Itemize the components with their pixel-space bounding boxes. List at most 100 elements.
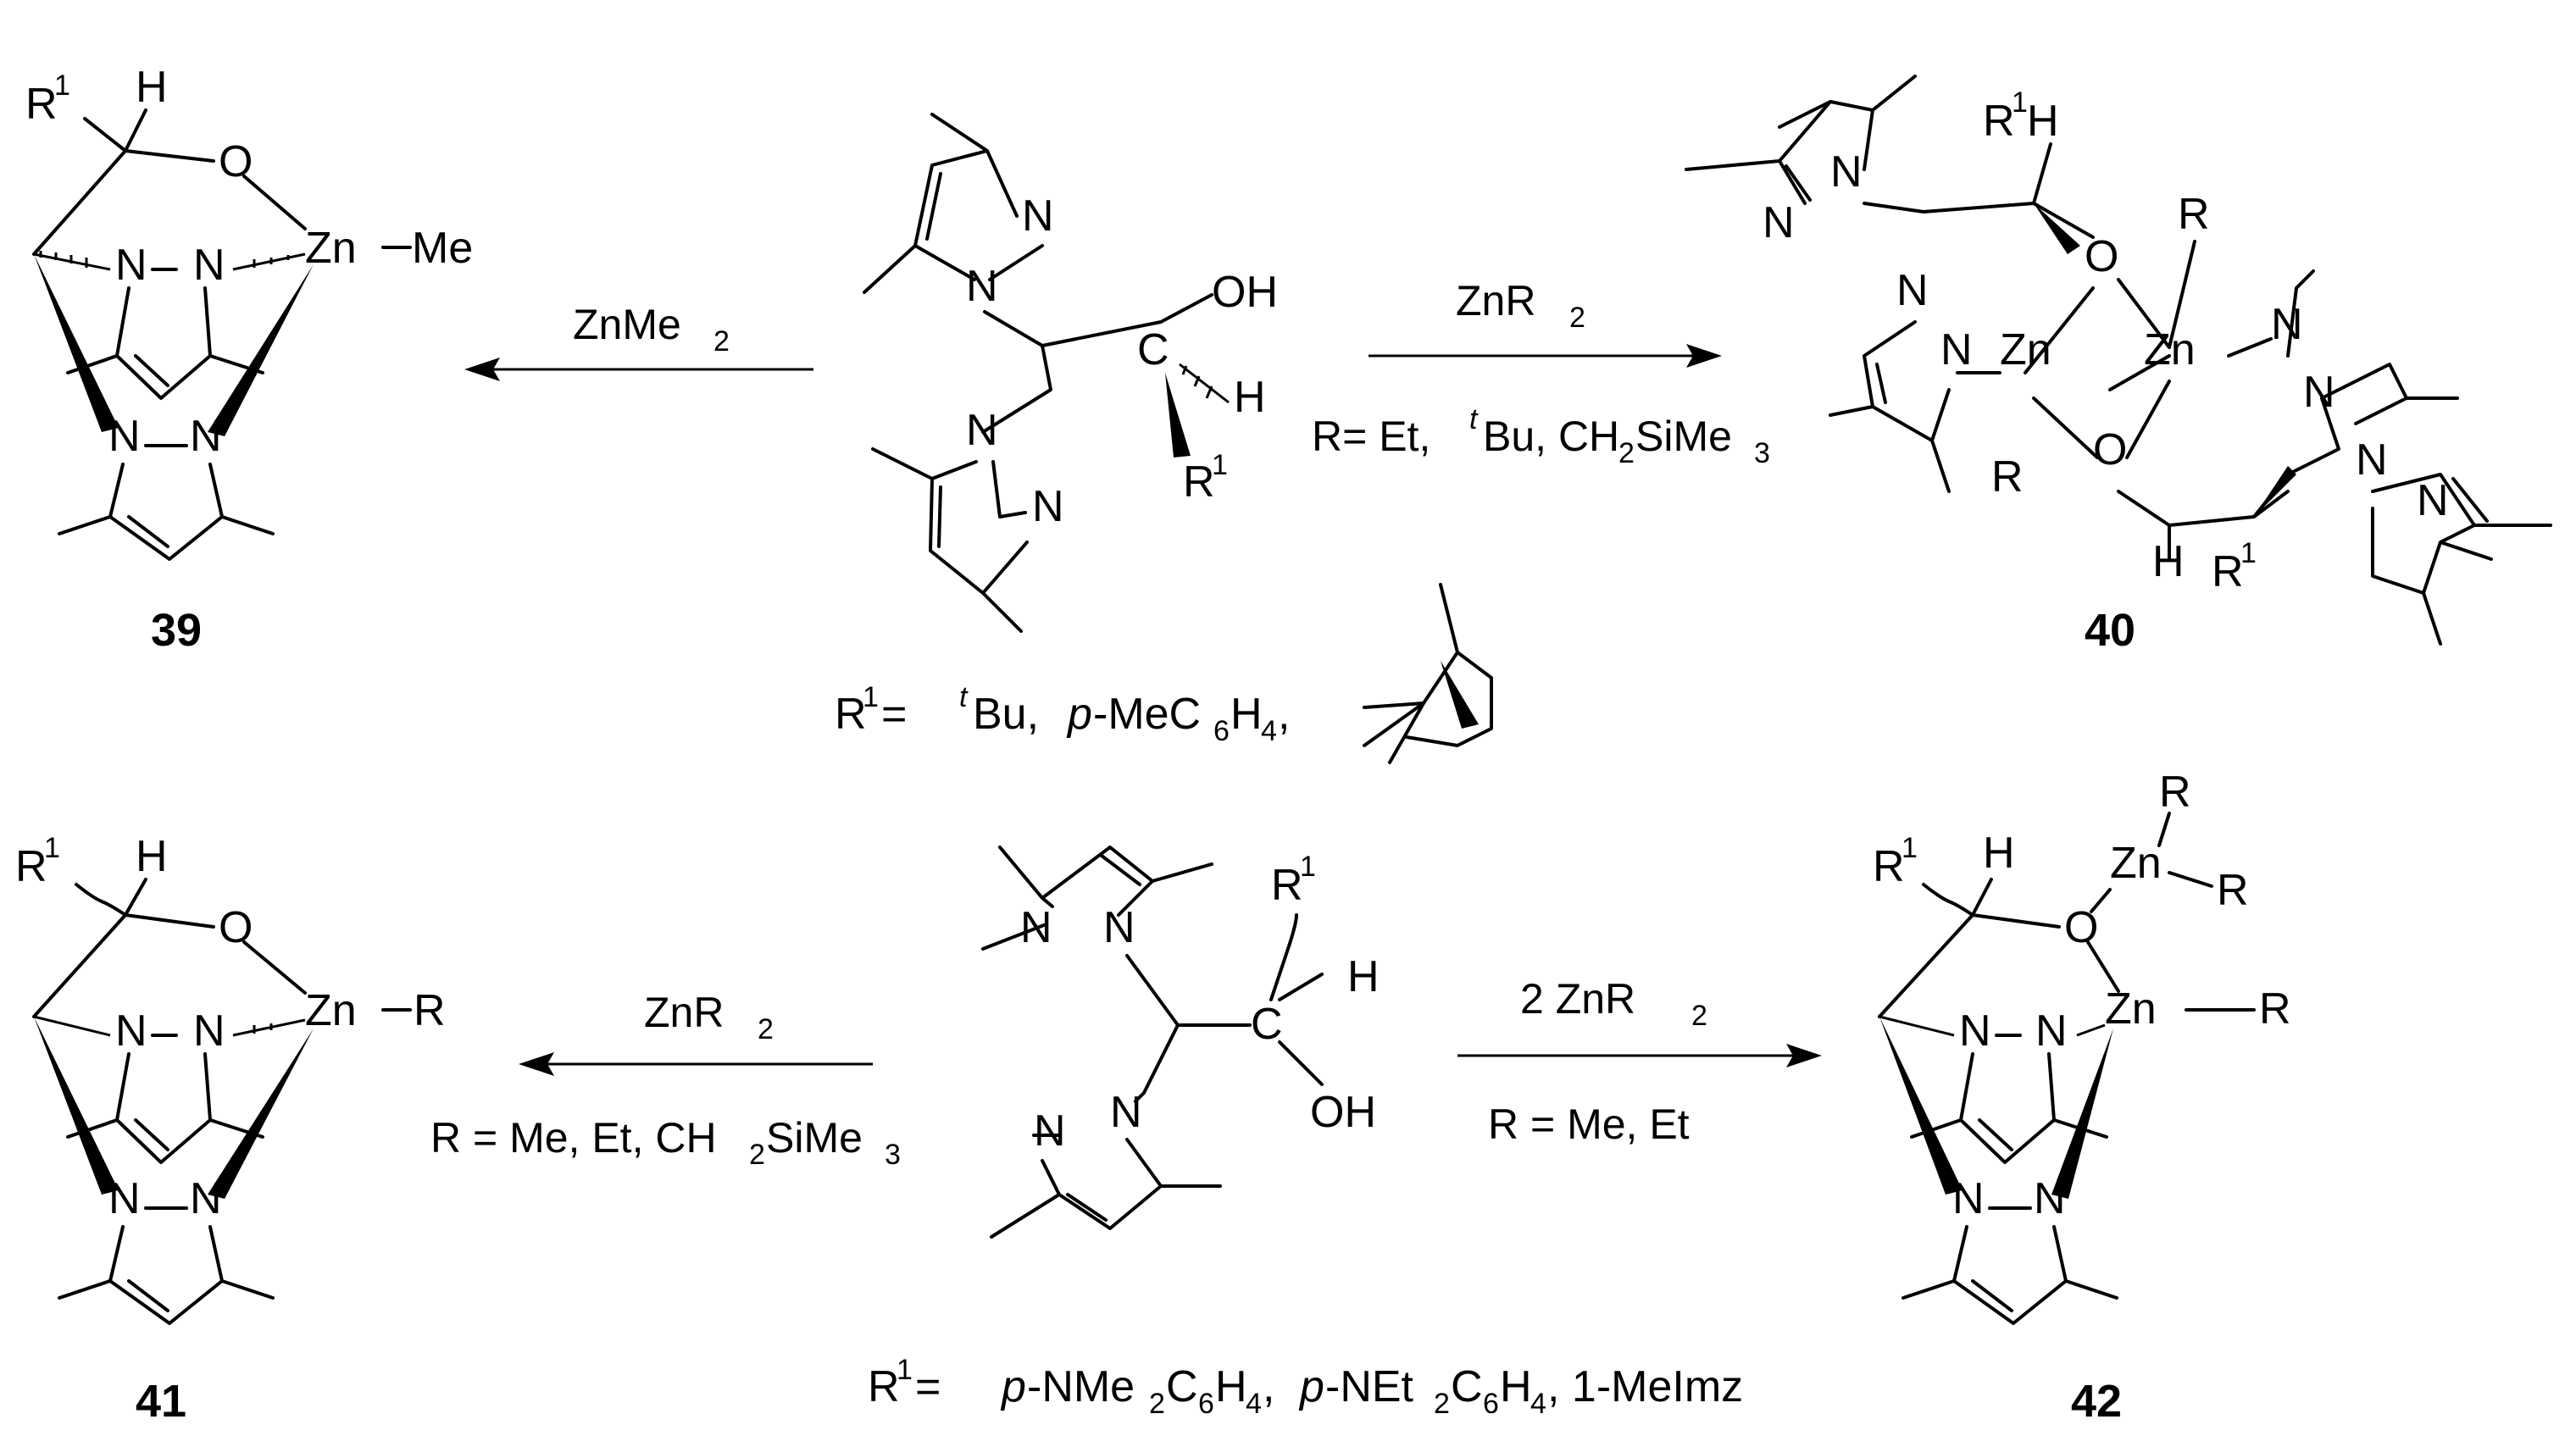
atom-n: N bbox=[1940, 325, 1973, 374]
subst-bottom-sub5: 6 bbox=[1483, 1388, 1499, 1420]
condition-r2-b: Bu, CH bbox=[1483, 413, 1619, 460]
condition-r2-sup: t bbox=[1469, 403, 1479, 435]
ligand-top-structure: N N C OH H R 1 N N R 1 = t Bu, p -MeC 6 … bbox=[835, 113, 1493, 764]
subst-top-eq: = bbox=[881, 690, 907, 739]
subst-bottom-sub6: 4 bbox=[1530, 1388, 1546, 1420]
atom-r1: R bbox=[2212, 547, 2244, 596]
subst-bottom-h1: H bbox=[1215, 1362, 1247, 1411]
subst-bottom-sup: 1 bbox=[897, 1354, 913, 1386]
condition-r3-sub2: 3 bbox=[885, 1139, 901, 1171]
atom-h: H bbox=[136, 63, 168, 112]
subst-bottom-p2: p bbox=[1298, 1362, 1324, 1411]
subst-bottom-c2: C bbox=[1451, 1362, 1483, 1411]
atom-r1-sup: 1 bbox=[1901, 832, 1918, 864]
condition-r2-c: SiMe bbox=[1635, 413, 1732, 460]
condition-r3-b: SiMe bbox=[766, 1114, 863, 1162]
atom-h: H bbox=[2027, 97, 2059, 146]
reagent-znme2-sub: 2 bbox=[713, 325, 730, 358]
subst-top-sup: 1 bbox=[863, 681, 879, 713]
atom-n: N bbox=[1032, 482, 1064, 531]
atom-n: N bbox=[115, 1006, 147, 1056]
ligand-bottom-structure: N N R 1 H C OH N N R 1 = p -NMe 2 C 6 H … bbox=[868, 846, 1743, 1420]
atom-n: N bbox=[1103, 903, 1135, 952]
condition-r3-sub: 2 bbox=[749, 1139, 765, 1171]
subst-top-mec: -MeC bbox=[1093, 690, 1201, 739]
atom-n: N bbox=[966, 406, 998, 455]
atom-n: N bbox=[115, 241, 147, 290]
subst-top-r: R bbox=[835, 690, 867, 739]
atom-n: N bbox=[1959, 1006, 1991, 1056]
compound-42-structure: R Zn R R 1 H O Zn R N N N N 42 bbox=[1873, 768, 2291, 1427]
atom-zn: Zn bbox=[305, 986, 357, 1035]
atom-r: R bbox=[414, 986, 446, 1035]
atom-me: Me bbox=[412, 224, 473, 273]
subst-bottom-p1: p bbox=[1000, 1362, 1026, 1411]
reagent-znr2-left-sub: 2 bbox=[758, 1013, 774, 1045]
atom-n: N bbox=[1022, 191, 1054, 241]
atom-n: N bbox=[1110, 1088, 1142, 1137]
subst-bottom-nme: -NMe bbox=[1027, 1362, 1135, 1411]
atom-r1-sup: 1 bbox=[44, 832, 60, 864]
compound-39-structure: R 1 H O Zn Me N N N N 39 bbox=[25, 63, 473, 656]
atom-n: N bbox=[1034, 1106, 1066, 1156]
subst-top-comma: , bbox=[1278, 690, 1290, 739]
condition-r4: R = Me, Et bbox=[1488, 1101, 1690, 1148]
atom-o: O bbox=[2093, 425, 2127, 474]
compound-label-40: 40 bbox=[2085, 605, 2135, 656]
atom-n: N bbox=[2035, 1006, 2068, 1056]
subst-bottom-sub1: 2 bbox=[1149, 1388, 1165, 1420]
atom-r: R bbox=[2217, 866, 2249, 915]
compound-label-42: 42 bbox=[2071, 1376, 2122, 1427]
subst-bottom-sep1: , bbox=[1263, 1362, 1274, 1411]
reagent-2znr2-sub: 2 bbox=[1691, 1000, 1707, 1032]
subst-bottom-net: -NEt bbox=[1325, 1362, 1414, 1411]
reagent-znr2-sub: 2 bbox=[1569, 302, 1585, 334]
atom-r1: R bbox=[1183, 457, 1215, 507]
reaction-arrow-2znr2: 2 ZnR 2 R = Me, Et bbox=[1457, 975, 1822, 1148]
atom-n: N bbox=[1896, 266, 1929, 315]
atom-h: H bbox=[1983, 829, 2015, 878]
subst-bottom-imz: , 1-MeImz bbox=[1547, 1362, 1743, 1411]
subst-top-tsup: t bbox=[959, 681, 969, 713]
atom-r1: R bbox=[25, 80, 58, 129]
compound-41-structure: R 1 H O Zn R N N N N 41 bbox=[15, 832, 446, 1427]
condition-r2-sub: 2 bbox=[1618, 437, 1635, 469]
atom-zn: Zn bbox=[2105, 984, 2157, 1034]
atom-oh: OH bbox=[1212, 268, 1278, 317]
reagent-znr2: ZnR bbox=[1456, 277, 1535, 324]
reagent-znr2-left: ZnR bbox=[644, 989, 724, 1036]
compound-40-structure: N N R 1 H O R N N Zn Zn N N R O N N H R … bbox=[1685, 75, 2552, 656]
subst-bottom-r: R bbox=[868, 1362, 900, 1411]
reaction-arrow-znr2-left: ZnR 2 R = Me, Et, CH 2 SiMe 3 bbox=[430, 989, 901, 1171]
atom-n: N bbox=[193, 1006, 225, 1056]
atom-n: N bbox=[1830, 147, 1863, 197]
atom-r1-sup: 1 bbox=[1300, 851, 1316, 883]
condition-r2-sub2: 3 bbox=[1754, 437, 1770, 469]
atom-c: C bbox=[1137, 325, 1169, 374]
atom-n: N bbox=[2417, 476, 2449, 525]
atom-n: N bbox=[1763, 198, 1795, 247]
subst-bottom-eq: = bbox=[915, 1362, 941, 1411]
atom-n: N bbox=[2356, 435, 2388, 485]
atom-r1: R bbox=[15, 842, 47, 891]
atom-zn: Zn bbox=[305, 224, 357, 273]
atom-r1-sup: 1 bbox=[2240, 537, 2257, 569]
atom-r1: R bbox=[1983, 97, 2015, 146]
atom-r1: R bbox=[1873, 842, 1905, 891]
atom-r: R bbox=[2159, 768, 2191, 817]
atom-r1-sup: 1 bbox=[54, 69, 70, 102]
atom-n: N bbox=[966, 262, 998, 311]
atom-oh: OH bbox=[1310, 1088, 1376, 1137]
atom-r1-sup: 1 bbox=[1212, 449, 1228, 481]
subst-bottom-sub4: 2 bbox=[1434, 1388, 1450, 1420]
atom-r: R bbox=[1991, 452, 2024, 502]
subst-top-sub6: 6 bbox=[1213, 715, 1230, 747]
atom-h: H bbox=[1347, 952, 1380, 1001]
reagent-znme2: ZnMe bbox=[573, 301, 681, 348]
atom-h: H bbox=[136, 832, 168, 881]
atom-o: O bbox=[2085, 232, 2118, 281]
compound-label-39: 39 bbox=[151, 605, 202, 656]
subst-top-sub4: 4 bbox=[1261, 715, 1277, 747]
subst-bottom-h2: H bbox=[1500, 1362, 1532, 1411]
subst-bottom-sub3: 4 bbox=[1246, 1388, 1262, 1420]
